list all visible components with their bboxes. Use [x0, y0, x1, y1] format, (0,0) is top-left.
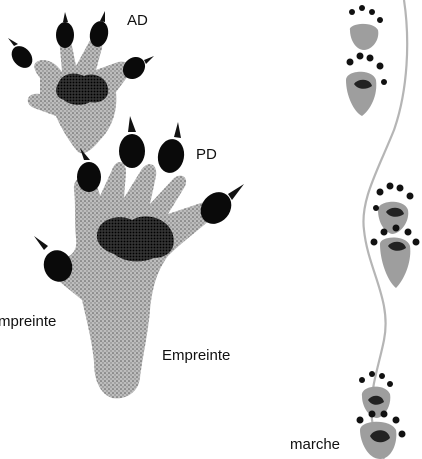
front-claw-3 — [100, 11, 105, 22]
front-claw-4 — [144, 56, 154, 64]
walking-trail — [346, 0, 420, 459]
trail-track-group-3 — [357, 371, 406, 459]
gait-label: marche — [290, 437, 340, 452]
hind-toe-3 — [119, 134, 145, 168]
hind-claw-5 — [228, 184, 244, 200]
trail-print-1b — [346, 72, 376, 116]
front-claw-1 — [8, 38, 18, 46]
front-paw-label: AD — [127, 13, 148, 28]
trail-track-group-1 — [346, 5, 387, 116]
hind-claw-1 — [34, 236, 48, 250]
front-toe-1 — [7, 42, 36, 72]
print-label-left: Empreinte — [0, 314, 56, 329]
hind-paw-label: PD — [196, 147, 217, 162]
print-label-right: Empreinte — [162, 348, 230, 363]
hind-toe-2 — [77, 162, 101, 192]
hind-claw-4 — [174, 122, 181, 138]
trail-print-1a — [350, 24, 378, 50]
hind-toe-4 — [155, 137, 187, 175]
front-toe-2 — [56, 22, 74, 48]
front-claw-2 — [63, 12, 68, 22]
hind-claw-3 — [128, 116, 136, 132]
trail-track-group-2 — [371, 183, 420, 289]
